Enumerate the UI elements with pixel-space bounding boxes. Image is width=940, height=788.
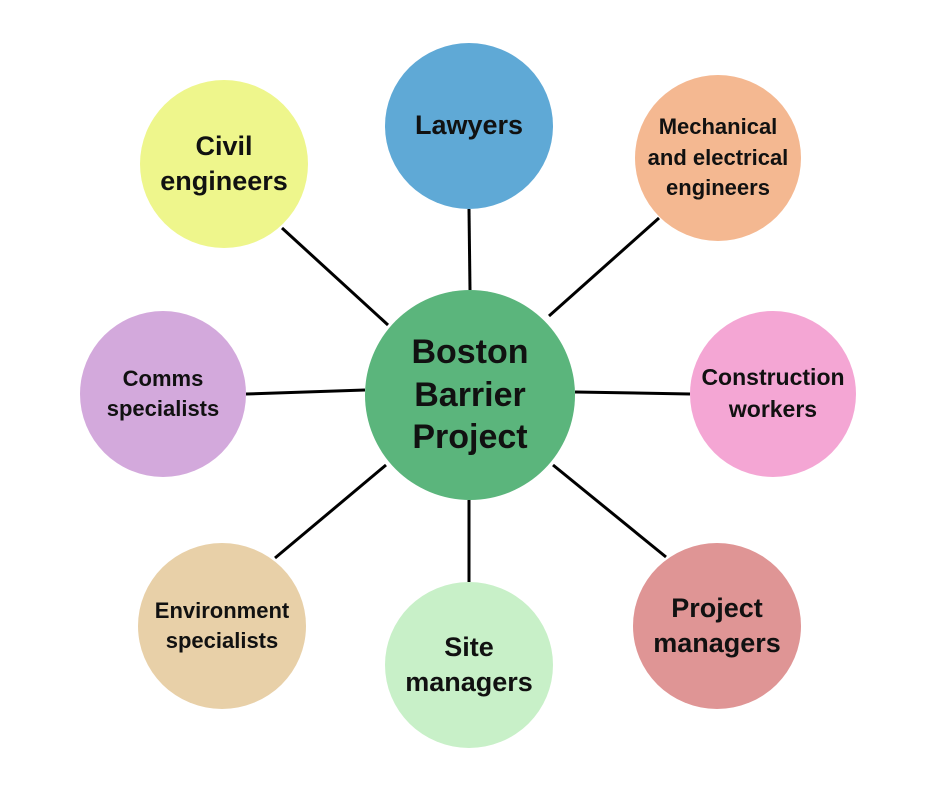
spoke-construction [574, 390, 691, 396]
spoke-mechanical-electrical [548, 216, 660, 318]
node-label-lawyers: Lawyers [414, 109, 524, 140]
spoke-civil [280, 226, 390, 327]
spoke-lawyers [467, 208, 472, 291]
spoke-environment [274, 463, 387, 560]
spoke-project-managers [552, 463, 667, 559]
node-lawyers: Lawyers [385, 43, 553, 209]
spoke-comms [245, 388, 366, 396]
